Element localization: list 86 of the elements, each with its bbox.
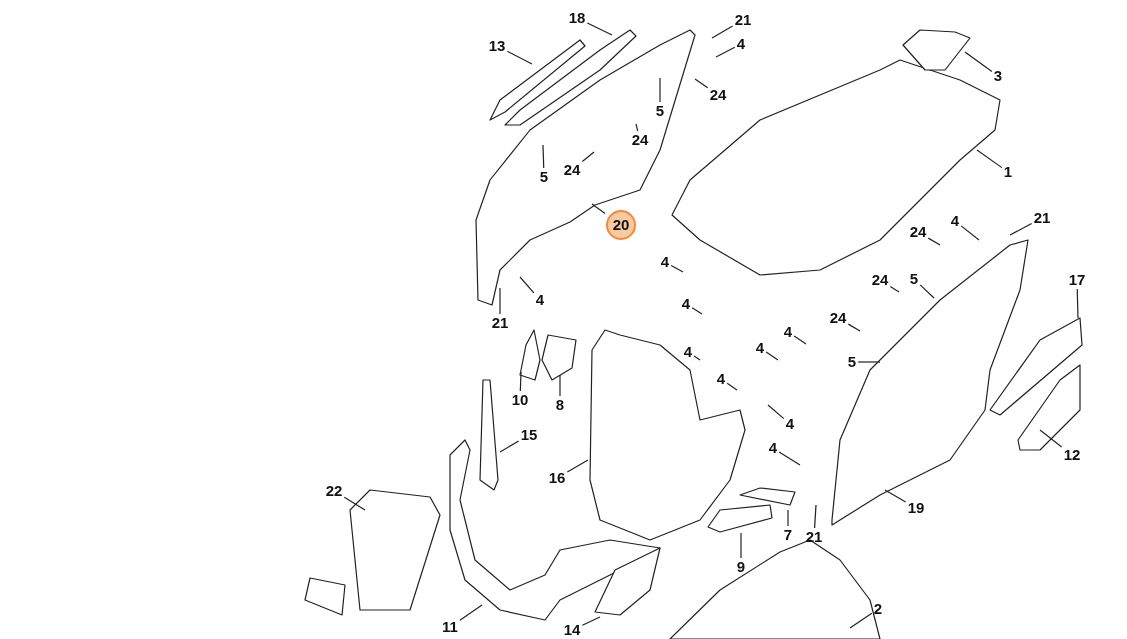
callout-number: 4 xyxy=(715,371,727,387)
callout-number: 4 xyxy=(659,254,671,270)
callout-number: 4 xyxy=(680,296,692,312)
callout-number: 4 xyxy=(949,213,961,229)
callout-number: 4 xyxy=(782,324,794,340)
leader-line xyxy=(343,496,366,511)
callout-number: 5 xyxy=(908,271,920,287)
leader-line xyxy=(635,123,639,132)
leader-line xyxy=(1039,429,1063,448)
callout-number: 1 xyxy=(1002,164,1014,180)
leader-line xyxy=(715,46,736,58)
callout-number: 5 xyxy=(538,169,550,185)
callout-number: 12 xyxy=(1062,447,1082,463)
leader-line xyxy=(1009,222,1033,236)
leader-line xyxy=(726,382,738,391)
callout-number: 2 xyxy=(872,601,884,617)
callout-number: 21 xyxy=(490,315,510,331)
leader-line xyxy=(542,144,545,169)
callout-number: 21 xyxy=(804,529,824,545)
leader-line xyxy=(566,459,589,473)
leader-line xyxy=(591,203,606,214)
callout-number: 14 xyxy=(562,622,582,638)
leader-line xyxy=(586,22,613,36)
callout-number: 9 xyxy=(735,559,747,575)
callout-number: 22 xyxy=(324,483,344,499)
callout-number: 5 xyxy=(654,103,666,119)
callout-number: 3 xyxy=(992,68,1004,84)
leader-line xyxy=(581,616,601,626)
callout-number: 17 xyxy=(1067,272,1087,288)
leader-line xyxy=(711,25,734,39)
leader-line xyxy=(659,77,661,103)
leader-line xyxy=(884,489,907,503)
callout-number: 11 xyxy=(441,619,459,635)
leader-line xyxy=(459,604,483,621)
callout-number: 16 xyxy=(547,470,567,486)
leader-line xyxy=(849,612,873,629)
leader-line xyxy=(581,151,595,163)
callout-number: 24 xyxy=(908,224,928,240)
callout-number: 24 xyxy=(562,162,582,178)
leader-line xyxy=(1076,288,1079,319)
leader-line xyxy=(740,532,742,559)
leader-line xyxy=(976,149,1003,169)
leader-line xyxy=(767,404,785,420)
callout-number: 4 xyxy=(784,416,796,432)
leader-line xyxy=(559,374,561,397)
callout-number: 24 xyxy=(708,87,728,103)
leader-line xyxy=(927,237,941,246)
leader-line xyxy=(778,451,801,466)
callout-number: 5 xyxy=(846,354,858,370)
leader-line xyxy=(499,440,520,453)
leader-line xyxy=(519,371,522,392)
callout-number: 4 xyxy=(682,344,694,360)
leader-line xyxy=(889,285,900,293)
callout-number: 19 xyxy=(906,500,926,516)
leader-line xyxy=(787,509,789,527)
leader-line xyxy=(857,361,881,363)
leader-line xyxy=(765,351,779,361)
leader-line xyxy=(919,284,935,299)
callout-number: 15 xyxy=(519,427,539,443)
callout-number: 4 xyxy=(534,292,546,308)
leader-line xyxy=(694,78,709,89)
callout-number: 4 xyxy=(754,340,766,356)
callout-number: 21 xyxy=(733,12,753,28)
callout-number: 24 xyxy=(870,272,890,288)
callout-number: 4 xyxy=(767,440,779,456)
leader-line xyxy=(693,355,701,361)
callout-number: 18 xyxy=(567,10,587,26)
callout-number: 20 xyxy=(606,210,636,240)
leader-line xyxy=(519,276,535,294)
callout-number: 8 xyxy=(554,397,566,413)
callout-number: 24 xyxy=(828,310,848,326)
leader-line xyxy=(964,51,993,73)
callout-number: 4 xyxy=(735,36,747,52)
callout-number: 24 xyxy=(630,132,650,148)
leader-line xyxy=(793,335,807,345)
leader-line xyxy=(847,323,861,332)
leader-line xyxy=(499,287,501,315)
callout-number: 13 xyxy=(487,38,507,54)
leader-line xyxy=(691,307,703,315)
callout-number: 7 xyxy=(782,527,794,543)
leader-line xyxy=(670,264,684,273)
leader-line xyxy=(960,225,980,241)
callout-number: 21 xyxy=(1032,210,1052,226)
leader-line xyxy=(813,504,817,529)
callout-number: 10 xyxy=(510,392,530,408)
leader-line xyxy=(506,50,533,65)
